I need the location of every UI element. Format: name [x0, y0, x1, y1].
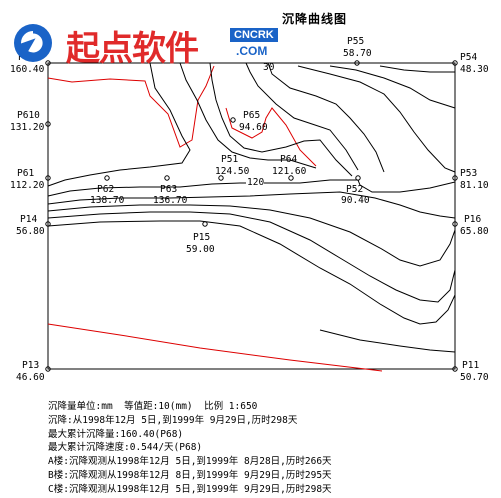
point-value-p16: 65.80 — [460, 226, 489, 237]
contour-11 — [47, 204, 456, 267]
point-value-p14: 56.80 — [16, 226, 45, 237]
contour-12 — [47, 211, 456, 303]
marker-p51 — [218, 175, 224, 181]
marker-p63 — [164, 175, 170, 181]
marker-p16 — [452, 221, 458, 227]
marker-p52 — [355, 175, 361, 181]
note-line: B楼:沉降观测从1998年12月 8日,到1999年 9月29日,历时295天 — [48, 469, 332, 481]
red-contour-top-left — [47, 65, 215, 148]
point-value-p11: 50.70 — [460, 372, 489, 383]
point-value-p63: 136.70 — [153, 195, 188, 206]
marker-p55 — [354, 60, 360, 66]
point-name-p15: P15 — [193, 232, 210, 243]
point-markers — [45, 60, 458, 372]
point-name-p11: P11 — [462, 360, 479, 371]
contour-10 — [47, 191, 456, 219]
contour-1 — [47, 62, 191, 187]
note-line: C楼:沉降观测从1998年12月 5日,到1999年 9月29日,历时298天 — [48, 483, 332, 495]
marker-p65 — [230, 117, 236, 123]
point-name-p64: P64 — [280, 154, 297, 165]
point-value-p13: 46.60 — [16, 372, 45, 383]
contour-label: 30 — [263, 62, 275, 73]
point-value-p53: 81.10 — [460, 180, 489, 191]
point-name-p53: P53 — [460, 168, 477, 179]
note-line: 沉降:从1998年12月 5日,到1999年 9月29日,历时298天 — [48, 414, 298, 426]
point-value-p610: 131.20 — [10, 122, 45, 133]
point-name-p54: P54 — [460, 52, 477, 63]
logo-text: 起点软件 — [66, 29, 199, 69]
point-labels: P68 160.40 P55 58.70 P54 48.30 P610 131.… — [10, 36, 489, 383]
chart-title: 沉降曲线图 — [282, 12, 348, 26]
contour-7 — [329, 65, 456, 109]
marker-p15 — [202, 221, 208, 227]
logo-domain-bottom: .COM — [236, 44, 268, 58]
point-name-p16: P16 — [464, 214, 481, 225]
logo-domain-top: CNCRK — [230, 28, 278, 42]
note-line: 沉降量单位:mm 等值距:10(mm) 比例 1:650 — [48, 401, 258, 412]
point-name-p63: P63 — [160, 184, 177, 195]
logo-badge-icon — [14, 24, 52, 62]
point-value-p54: 48.30 — [460, 64, 489, 75]
point-name-p62: P62 — [97, 184, 114, 195]
marker-p13 — [45, 366, 51, 372]
marker-p61 — [45, 175, 51, 181]
marker-p54 — [452, 60, 458, 66]
note-line: 最大累计沉降量:160.40(P68) — [48, 428, 184, 440]
plot-frame — [47, 62, 456, 370]
marker-p62 — [104, 175, 110, 181]
contour-5 — [267, 62, 385, 173]
point-name-p13: P13 — [22, 360, 39, 371]
site-logo: 起点软件 CNCRK .COM — [8, 18, 288, 74]
point-value-p52: 90.40 — [341, 195, 370, 206]
contour-labels: 120 30 — [246, 62, 275, 188]
point-name-p51: P51 — [221, 154, 238, 165]
red-contour-bottom — [47, 323, 383, 372]
marker-p14 — [45, 221, 51, 227]
marker-p11 — [452, 366, 458, 372]
red-contour-p65 — [225, 107, 317, 167]
chart-notes: 沉降量单位:mm 等值距:10(mm) 比例 1:650 沉降:从1998年12… — [48, 400, 332, 497]
point-name-p52: P52 — [346, 184, 363, 195]
contour-9 — [47, 179, 456, 197]
note-line: A楼:沉降观测从1998年12月 5日,到1999年 8月28日,历时266天 — [48, 456, 332, 468]
point-value-p64: 121.60 — [272, 166, 307, 177]
contour-8 — [379, 65, 455, 73]
point-value-p51: 124.50 — [215, 166, 250, 177]
point-value-p15: 59.00 — [186, 244, 215, 255]
note-line: 最大累计沉降速度:0.544/天(P68) — [48, 442, 203, 454]
contour-4 — [245, 62, 359, 171]
contour-14 — [319, 329, 456, 353]
point-name-p61: P61 — [17, 168, 34, 179]
red-contours — [47, 65, 383, 372]
marker-p610 — [45, 121, 51, 127]
point-name-p65: P65 — [243, 110, 260, 121]
contour-6 — [297, 65, 456, 173]
contour-13 — [47, 220, 456, 325]
point-value-p65: 94.60 — [239, 122, 268, 133]
point-name-p610: P610 — [17, 110, 40, 121]
point-value-p62: 138.70 — [90, 195, 125, 206]
point-value-p68: 160.40 — [10, 64, 45, 75]
point-name-p14: P14 — [20, 214, 37, 225]
black-contours — [47, 62, 456, 353]
point-value-p55: 58.70 — [343, 48, 372, 59]
marker-p68 — [45, 60, 51, 66]
marker-p53 — [452, 175, 458, 181]
point-name-p55: P55 — [347, 36, 364, 47]
contour-label: 120 — [247, 177, 264, 188]
contour-3 — [209, 62, 353, 177]
point-value-p61: 112.20 — [10, 180, 45, 191]
marker-p64 — [288, 175, 294, 181]
contour-2 — [179, 62, 317, 169]
